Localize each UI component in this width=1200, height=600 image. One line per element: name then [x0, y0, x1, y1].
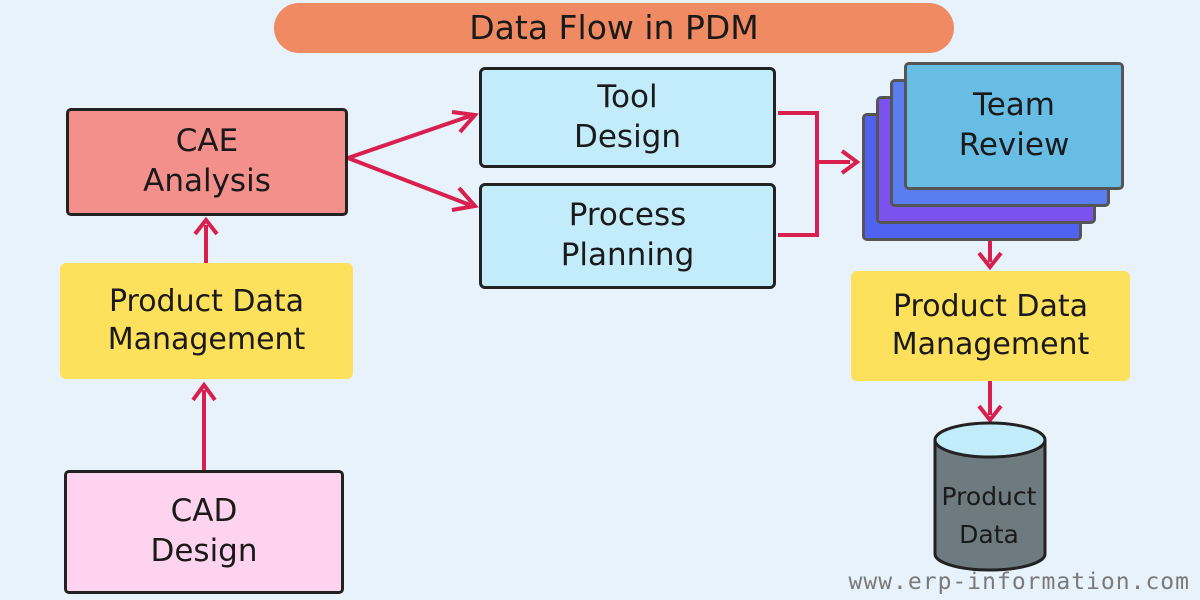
tool-design-box: Tool Design [479, 67, 776, 168]
pdm-left-line-1: Product Data [108, 283, 305, 319]
process-line-2: Planning [560, 237, 695, 273]
watermark-url: www.erp-information.com [848, 569, 1190, 595]
arrowhead-pdm-to-database [977, 404, 1003, 424]
tool-line-2: Design [573, 118, 682, 155]
product-data-line-2: Data [959, 519, 1019, 549]
team-line-2: Review [958, 127, 1070, 163]
pdm-left-line-2: Management [107, 322, 306, 357]
cad-line-1: CAD [170, 493, 238, 530]
team-review-box: Team Review [904, 62, 1124, 190]
pdm-right-line-2: Management [891, 327, 1090, 362]
product-data-label: Product Data [934, 478, 1044, 553]
process-line-1: Process [568, 197, 687, 234]
arrow-cae-to-process [347, 156, 471, 207]
product-data-line-1: Product [941, 482, 1037, 511]
merge-bracket [778, 111, 819, 237]
arrowhead-merge-to-team [840, 149, 861, 175]
arrowhead-pdm-to-cae [193, 216, 219, 236]
database-cylinder [933, 421, 1047, 572]
diagram-title: Data Flow in PDM [274, 3, 954, 53]
cae-line-1: CAE [175, 123, 239, 160]
process-planning-box: Process Planning [479, 183, 776, 289]
arrowhead-team-to-pdm [977, 251, 1003, 271]
cae-line-2: Analysis [143, 163, 271, 199]
arrowhead-cad-to-pdm [191, 381, 217, 402]
cad-design-box: CAD Design [64, 470, 344, 594]
pdm-box-right: Product Data Management [851, 271, 1130, 381]
arrowhead-cae-to-tool [451, 110, 479, 134]
arrowhead-cae-to-process [451, 186, 479, 212]
cae-analysis-box: CAE Analysis [66, 108, 348, 216]
pdm-right-line-1: Product Data [892, 288, 1089, 324]
diagram-title-text: Data Flow in PDM [469, 7, 759, 47]
arrow-cae-to-tool [347, 114, 471, 160]
team-line-1: Team [973, 87, 1055, 124]
tool-line-1: Tool [597, 78, 658, 115]
cad-line-2: Design [150, 533, 258, 569]
pdm-box-left: Product Data Management [60, 263, 353, 379]
